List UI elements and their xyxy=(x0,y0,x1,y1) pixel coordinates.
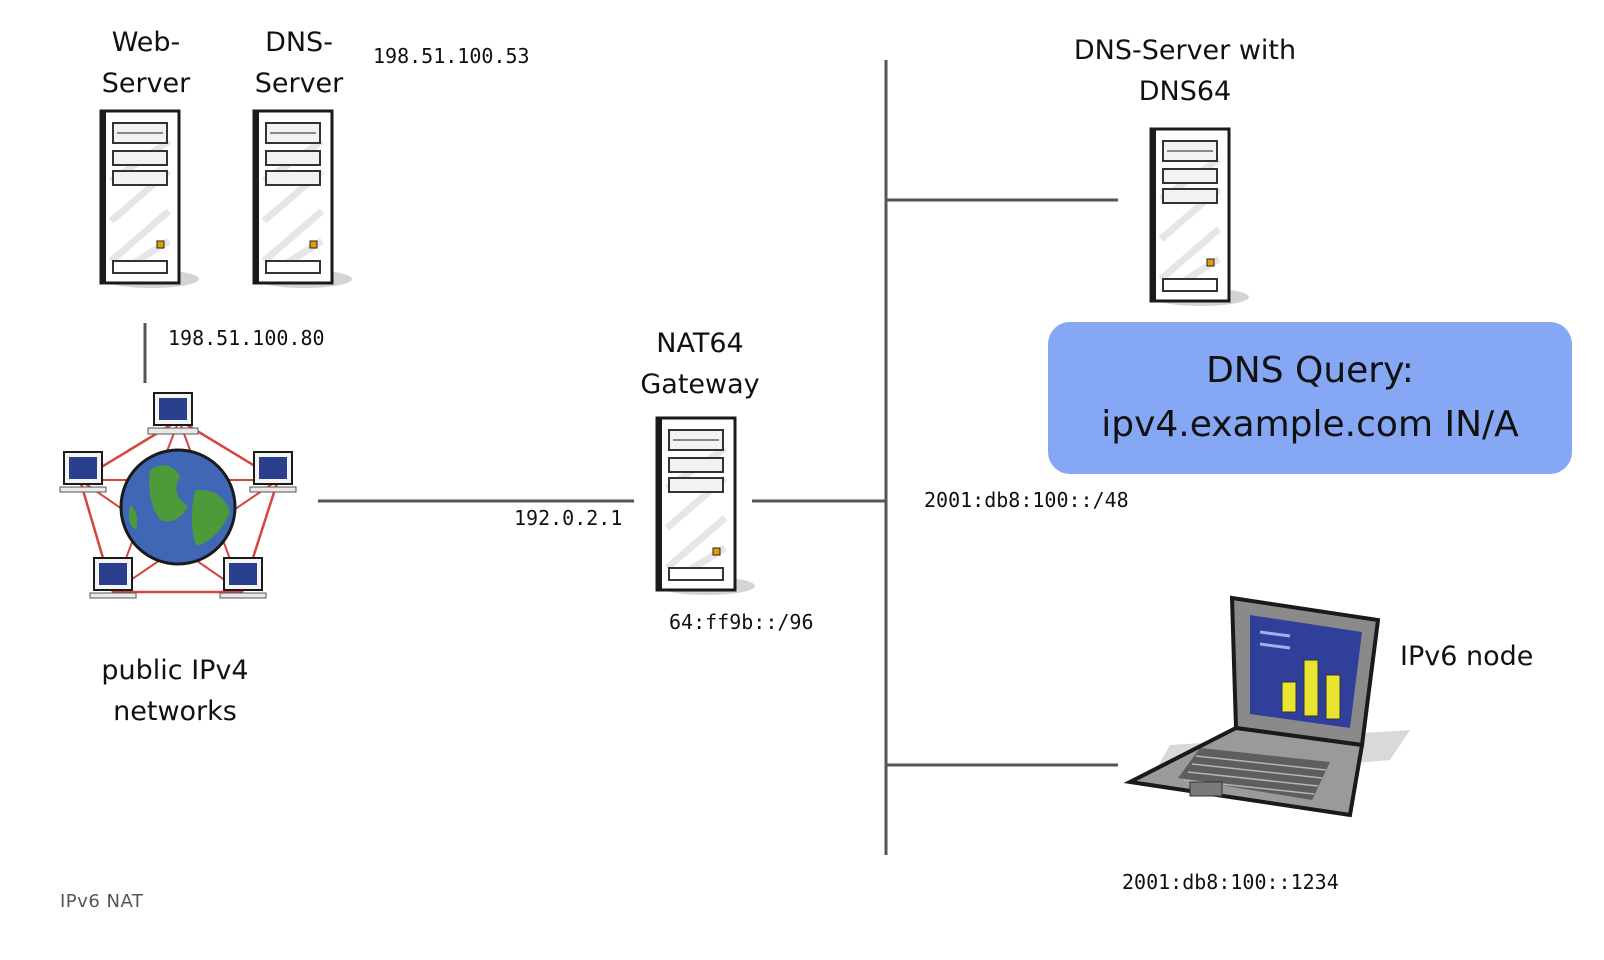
nat64-gateway-label-line2: Gateway xyxy=(640,369,760,400)
dns-server-label-line2: Server xyxy=(254,68,344,99)
ipv6-node-label: IPv6 node xyxy=(1400,641,1534,672)
web-server-label-line1: Web- xyxy=(111,27,181,58)
gateway-ipv4-address: 192.0.2.1 xyxy=(514,506,623,530)
web-server-icon xyxy=(101,111,199,288)
web-server-label: Web- Server xyxy=(90,22,202,104)
dns-server-ip: 198.51.100.53 xyxy=(373,44,530,68)
nat64-gateway-label: NAT64 Gateway xyxy=(630,323,770,405)
web-server-label-line2: Server xyxy=(101,68,191,99)
dns-query-box: DNS Query: ipv4.example.com IN/A xyxy=(1048,322,1572,474)
ipv4-networks-label: public IPv4 networks xyxy=(90,650,260,732)
ipv4-networks-label-line1: public IPv4 xyxy=(101,655,249,686)
dns64-server-label-line2: DNS64 xyxy=(1138,76,1232,107)
dns-query-record: ipv4.example.com IN/A xyxy=(1101,404,1519,445)
dns-server-label-line1: DNS- xyxy=(265,27,333,58)
laptop-icon xyxy=(1123,595,1410,818)
ipv4-networks-label-line2: networks xyxy=(113,696,237,727)
dns64-server-label: DNS-Server with DNS64 xyxy=(1050,30,1320,112)
dns64-server-label-line1: DNS-Server with xyxy=(1073,35,1297,66)
web-server-ip: 198.51.100.80 xyxy=(168,326,325,350)
globe-network-icon xyxy=(59,392,297,599)
dns64-server-icon xyxy=(1151,129,1249,306)
figure-caption: IPv6 NAT xyxy=(60,891,144,912)
dns-query-title: DNS Query: xyxy=(1206,350,1414,391)
dns-server-label: DNS- Server xyxy=(243,22,355,104)
dns-server-icon xyxy=(254,111,352,288)
ipv6-network-address: 2001:db8:100::/48 xyxy=(924,488,1129,512)
nat64-gateway-icon xyxy=(657,418,755,595)
gateway-prefix: 64:ff9b::/96 xyxy=(669,610,814,634)
nat64-gateway-label-line1: NAT64 xyxy=(656,328,744,359)
ipv6-node-address: 2001:db8:100::1234 xyxy=(1122,870,1339,894)
